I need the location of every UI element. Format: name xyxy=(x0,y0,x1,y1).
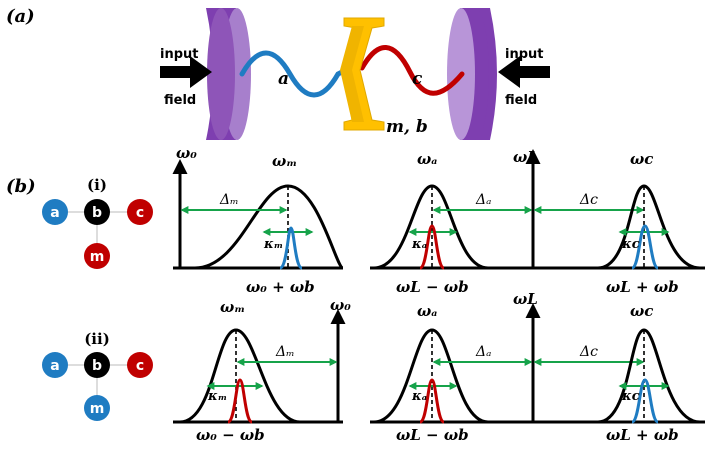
bottom-ii-right: ωL + ωb xyxy=(606,426,679,444)
bottom-i-left: ω₀ + ωb xyxy=(246,278,315,296)
kappa-m-ii: κₘ xyxy=(207,389,227,404)
input-left-line1: input xyxy=(160,47,199,62)
bottom-ii-left: ω₀ − ωb xyxy=(196,426,265,444)
yellow-mirror xyxy=(340,17,385,131)
mirror-label: m, b xyxy=(386,117,428,137)
kappa-c-i: κc xyxy=(621,237,640,252)
input-right-line1: input xyxy=(505,47,544,62)
omega-c-i: ωc xyxy=(630,150,653,168)
bottom-ii-mid: ωL − ωb xyxy=(396,426,469,444)
delta-c-ii: Δc xyxy=(579,344,598,360)
input-right-line2: field xyxy=(505,93,537,108)
panel-b-label: (b) xyxy=(6,176,36,197)
input-arrow-left xyxy=(160,56,212,88)
kappa-a-i: κₐ xyxy=(411,237,427,252)
omega-L-ii: ωL xyxy=(513,290,538,308)
bottom-i-mid: ωL − ωb xyxy=(396,278,469,296)
delta-a-ii: Δₐ xyxy=(475,344,491,360)
omega-m-i: ωₘ xyxy=(272,152,297,170)
omega-a-i: ωₐ xyxy=(417,150,437,168)
node-b-i: b xyxy=(92,205,102,221)
node-m-ii: m xyxy=(90,401,105,417)
delta-m-ii: Δₘ xyxy=(275,344,295,360)
omega-m-ii: ωₘ xyxy=(220,298,245,316)
spectrum-i-left xyxy=(172,159,345,270)
node-c-ii: c xyxy=(136,358,144,374)
delta-c-i: Δc xyxy=(579,192,598,208)
kappa-c-ii: κc xyxy=(621,389,640,404)
spectrum-i-middle xyxy=(370,149,705,270)
spectrum-ii-left xyxy=(173,309,346,424)
wave-c-label: c xyxy=(412,69,423,89)
wave-c xyxy=(359,45,465,96)
left-mirror xyxy=(206,8,251,140)
node-b-ii: b xyxy=(92,358,102,374)
delta-m-i: Δₘ xyxy=(219,192,239,208)
wave-a-label: a xyxy=(278,69,289,89)
delta-a-i: Δₐ xyxy=(475,192,491,208)
node-a-i: a xyxy=(50,205,59,221)
node-graph-ii: a b c m xyxy=(42,352,153,421)
spectrum-ii-middle xyxy=(370,303,705,424)
node-graph-i: a b c m xyxy=(42,199,153,269)
omega-a-ii: ωₐ xyxy=(417,302,437,320)
panel-a-label: (a) xyxy=(6,6,35,27)
node-a-ii: a xyxy=(50,358,59,374)
input-left-line2: field xyxy=(164,93,196,108)
input-arrow-right xyxy=(498,56,550,88)
omega-c-ii: ωc xyxy=(630,302,653,320)
node-c-i: c xyxy=(136,205,144,221)
node-m-i: m xyxy=(90,249,105,265)
kappa-a-ii: κₐ xyxy=(411,389,427,404)
bottom-i-right: ωL + ωb xyxy=(606,278,679,296)
omega-L-i: ωL xyxy=(513,148,538,166)
omega0-ii: ω₀ xyxy=(330,296,351,314)
right-mirror xyxy=(447,8,497,140)
roman-i: (i) xyxy=(87,176,107,194)
omega0-i: ω₀ xyxy=(176,144,197,162)
kappa-m-i: κₘ xyxy=(263,237,283,252)
wave-a xyxy=(239,50,353,98)
roman-ii: (ii) xyxy=(84,330,110,348)
